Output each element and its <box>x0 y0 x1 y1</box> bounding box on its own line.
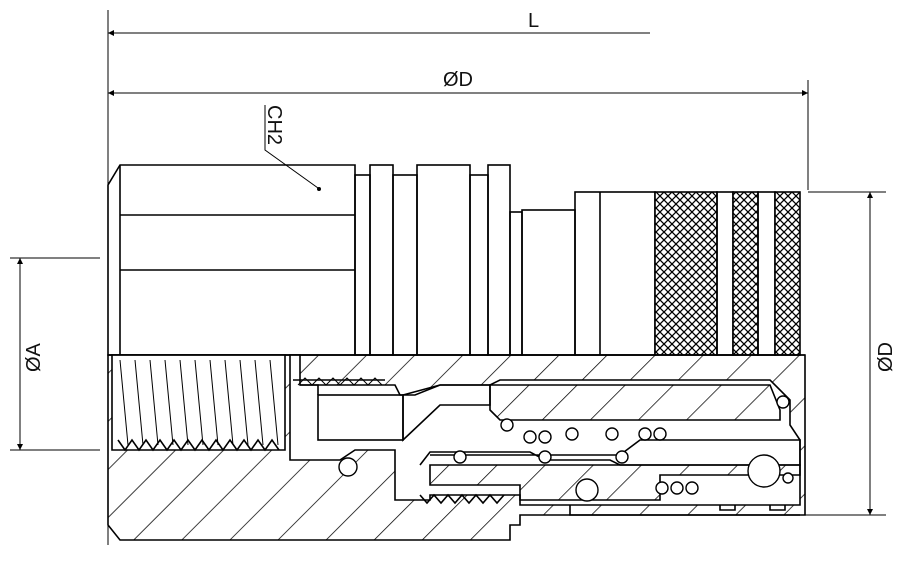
dimension-bore-A: ØA <box>10 257 100 451</box>
section-view <box>107 354 806 541</box>
dimension-diameter-right: ØD <box>800 191 897 516</box>
bore-diameter-label: ØA <box>23 342 45 372</box>
diameter-right-label: ØD <box>875 342 897 372</box>
knurl-band-1 <box>654 191 718 356</box>
external-view <box>107 164 801 356</box>
dimension-diameter-top: ØD <box>108 69 809 190</box>
length-label: L <box>528 10 539 32</box>
balls <box>338 395 794 502</box>
diameter-top-label: ØD <box>443 69 473 91</box>
knurl-band-2 <box>732 191 759 356</box>
hex-leader: CH2 <box>263 105 321 191</box>
hex-label: CH2 <box>263 105 285 145</box>
knurl-band-3 <box>774 191 801 356</box>
